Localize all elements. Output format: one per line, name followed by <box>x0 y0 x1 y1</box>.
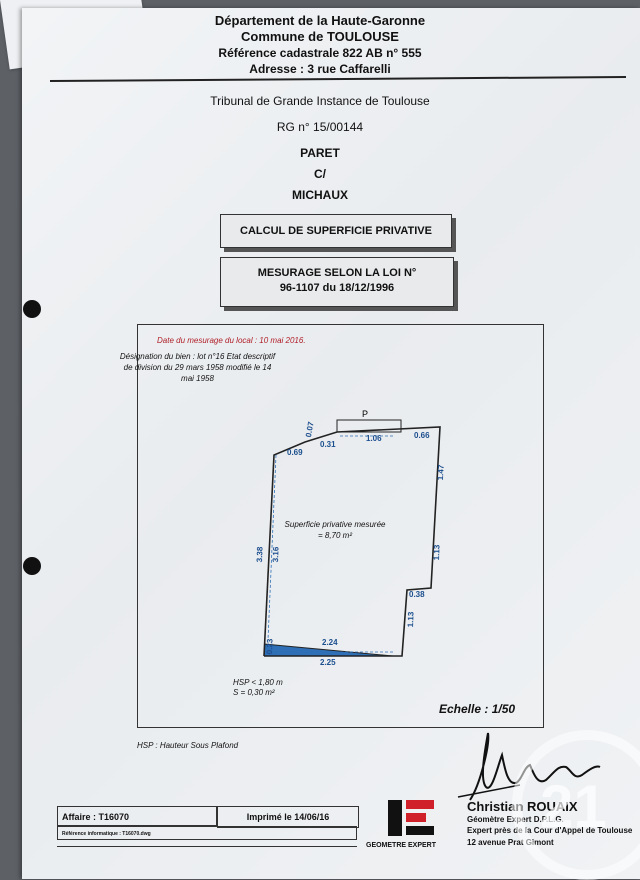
mesurage-box: MESURAGE SELON LA LOI N° 96-1107 du 18/1… <box>220 257 454 307</box>
footer-rule <box>57 846 357 847</box>
dim-1-13-right: 1.13 <box>432 544 442 561</box>
dim-0-23: 0.23 <box>265 638 275 655</box>
imprime-box: Imprimé le 14/06/16 <box>217 806 359 828</box>
designation-line-1: Désignation du bien : lot n°16 Etat desc… <box>119 352 276 361</box>
affaire-label: Affaire : T16070 <box>62 812 130 822</box>
dim-3-38: 3.38 <box>255 546 265 563</box>
dim-0-66: 0.66 <box>414 431 430 440</box>
surface-label: Superficie privative mesurée <box>284 520 386 529</box>
imprime-label: Imprimé le 14/06/16 <box>246 812 330 822</box>
century21-watermark <box>512 730 640 880</box>
party-one: PARET <box>300 146 340 160</box>
address-line: Adresse : 3 rue Caffarelli <box>249 62 391 76</box>
dim-0-69: 0.69 <box>287 448 303 457</box>
department-line: Département de la Haute-Garonne <box>214 13 426 28</box>
tribunal-line: Tribunal de Grande Instance de Toulouse <box>210 94 430 108</box>
geometre-expert-logo <box>388 800 434 836</box>
calcul-title: CALCUL DE SUPERFICIE PRIVATIVE <box>240 225 432 237</box>
cadastral-reference: Référence cadastrale 822 AB n° 555 <box>218 46 422 60</box>
scale-label: Echelle : 1/50 <box>439 702 516 716</box>
rg-number: RG n° 15/00144 <box>276 120 364 134</box>
surveyor-address: 12 avenue Prat Gimont <box>467 838 554 847</box>
designation-line-3: mai 1958 <box>181 374 214 383</box>
party-two: MICHAUX <box>292 188 348 202</box>
calcul-title-box: CALCUL DE SUPERFICIE PRIVATIVE <box>220 214 452 248</box>
dim-0-31: 0.31 <box>320 440 336 449</box>
reference-box: Référence informatique : T16070.dwg <box>57 826 357 840</box>
hsp-limit: HSP < 1,80 m <box>233 678 283 687</box>
punch-hole <box>23 300 41 318</box>
p-label: P <box>362 409 369 419</box>
hsp-limit-line <box>263 643 394 657</box>
logo-bar <box>406 826 434 835</box>
p-rectangle <box>336 419 402 433</box>
affaire-box: Affaire : T16070 <box>57 806 217 826</box>
reference-label: Référence informatique : T16070.dwg <box>62 831 151 837</box>
versus-label: C/ <box>314 167 326 181</box>
watermark-number: 21 <box>540 773 607 840</box>
logo-bar <box>406 813 426 822</box>
logo-bar <box>406 800 434 809</box>
punch-hole <box>23 557 41 575</box>
mesurage-line-2: 96-1107 du 18/12/1996 <box>279 282 395 294</box>
document-page <box>22 8 640 879</box>
dim-1-13-lower: 1.13 <box>406 611 416 628</box>
signature-stroke <box>457 784 521 798</box>
dim-1-06: 1.06 <box>366 434 382 443</box>
dim-2-25: 2.25 <box>320 658 336 667</box>
mesurage-line-1: MESURAGE SELON LA LOI N° <box>257 267 417 279</box>
room-outline <box>263 426 441 657</box>
dim-3-16: 3.16 <box>271 546 281 563</box>
measurement-date: Date du mesurage du local : 10 mai 2016. <box>157 336 306 345</box>
logo-bar <box>388 800 402 836</box>
plan-frame <box>137 324 544 728</box>
designation-line-2: de division du 29 mars 1958 modifié le 1… <box>123 363 272 372</box>
dim-1-47: 1.47 <box>435 464 446 481</box>
surface-value: = 8,70 m² <box>317 531 352 540</box>
dim-0-38: 0.38 <box>409 590 425 599</box>
logo-text: GEOMETRE EXPERT <box>366 842 437 849</box>
commune-line: Commune de TOULOUSE <box>241 29 399 44</box>
hsp-area: S = 0,30 m² <box>233 688 275 697</box>
dim-2-24: 2.24 <box>322 638 338 647</box>
dim-line <box>267 454 277 641</box>
hsp-legend: HSP : Hauteur Sous Plafond <box>137 741 239 750</box>
